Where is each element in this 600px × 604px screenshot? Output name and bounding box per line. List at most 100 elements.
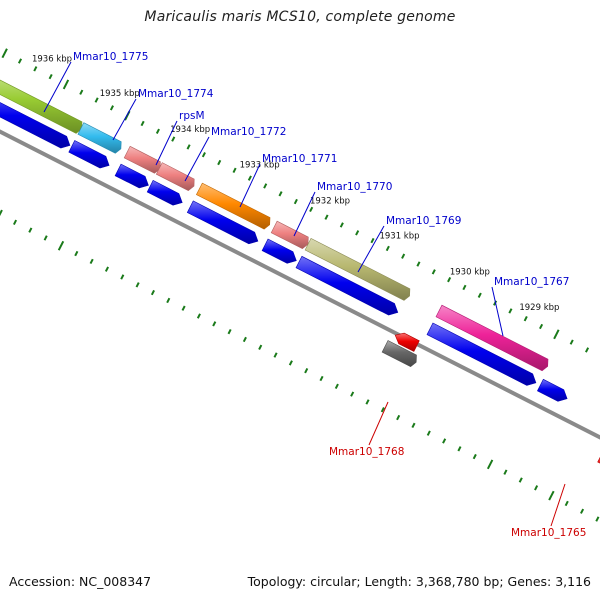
top-tick-mark [401,253,406,259]
bottom-tick-mark [0,209,3,217]
top-tick-mark [293,198,298,205]
gene-label[interactable]: Mmar10_1769 [386,215,461,227]
bottom-tick-mark [273,352,278,358]
gene-label[interactable]: Mmar10_1775 [73,51,148,63]
top-tick-mark [155,128,160,134]
gene-bar-forward[interactable] [0,71,83,134]
kbp-label: 1935 kbp [100,89,140,99]
top-tick-mark [431,269,436,275]
cds-arrow-forward[interactable] [68,140,110,169]
bottom-tick-mark [166,297,171,304]
bottom-tick-mark [89,258,94,265]
kbp-label: 1934 kbp [170,125,210,135]
bottom-tick-mark [304,368,309,374]
cds-arrow-forward[interactable] [295,255,399,316]
gene-leader-line [155,120,178,166]
bottom-tick-mark [181,305,186,311]
top-tick-mark [217,159,222,166]
bottom-tick-mark [135,282,140,288]
top-tick-mark [508,308,513,314]
top-tick-mark [339,222,344,228]
cds-arrow-forward[interactable] [536,378,568,402]
top-tick-mark [171,136,176,142]
gene-bar-reverse[interactable] [381,340,417,368]
bottom-tick-mark [472,453,477,460]
gene-label[interactable]: Mmar10_1772 [211,126,286,138]
bottom-tick-mark [350,391,355,397]
cds-arrow-reverse[interactable] [394,332,420,352]
top-tick-mark [553,329,560,340]
top-tick-mark [17,58,23,64]
gene-bar-forward[interactable] [77,122,122,154]
gene-leader-line [368,401,389,446]
bottom-tick-mark [534,485,539,491]
gene-label[interactable]: Mmar10_1771 [262,153,337,165]
top-tick-mark [201,152,206,158]
gene-bar-forward[interactable] [195,182,271,230]
gene-bar-forward[interactable] [304,237,411,301]
gene-bar-reverse[interactable] [597,450,600,486]
top-tick-mark [462,284,467,291]
bottom-tick-mark [104,266,109,272]
bottom-tick-mark [580,508,585,514]
backbone-line [0,129,600,440]
gene-label[interactable]: Mmar10_1768 [329,446,404,458]
gene-bar-forward[interactable] [155,162,195,191]
gene-bar-forward[interactable] [123,145,161,174]
gene-bar-forward[interactable] [435,304,549,372]
genome-info-text: Topology: circular; Length: 3,368,780 bp… [247,574,591,589]
bottom-tick-mark [564,500,569,507]
bottom-tick-mark [150,289,155,296]
bottom-tick-mark [120,274,125,280]
gene-leader-line [293,191,316,237]
gene-leader-line [357,225,385,273]
top-tick-mark [278,191,283,197]
gene-label[interactable]: Mmar10_1774 [138,88,214,100]
top-tick-mark [355,230,360,236]
kbp-label: 1936 kbp [32,55,72,65]
cds-arrow-forward[interactable] [261,238,297,264]
kbp-label: 1931 kbp [379,232,419,242]
bottom-tick-mark [595,516,600,522]
top-tick-mark [416,261,421,267]
bottom-tick-mark [319,375,324,382]
top-tick-mark [247,175,252,181]
bottom-tick-mark [12,219,18,226]
cds-arrow-forward[interactable] [0,89,71,149]
gene-bar-forward[interactable] [270,220,309,250]
top-tick-mark [186,144,191,150]
top-tick-mark [324,214,329,220]
gene-label[interactable]: Mmar10_1765 [511,527,586,539]
bottom-tick-mark [57,240,65,251]
bottom-tick-mark [74,250,79,257]
top-tick-mark [48,73,53,80]
top-tick-mark [385,245,390,252]
cds-arrow-forward[interactable] [114,163,149,189]
bottom-tick-mark [288,360,293,366]
top-tick-mark [569,339,574,345]
kbp-label: 1929 kbp [519,303,559,313]
bottom-tick-mark [518,477,523,483]
bottom-tick-mark [396,414,401,421]
gene-label[interactable]: rpsM [179,110,205,122]
bottom-tick-mark [212,321,217,327]
top-tick-mark [539,323,544,330]
top-tick-mark [79,89,84,95]
gene-leader-line [550,483,566,527]
cds-arrow-forward[interactable] [426,322,537,386]
bottom-tick-mark [196,313,201,319]
gene-leader-line [491,286,504,337]
cds-arrow-forward[interactable] [146,179,183,206]
bottom-tick-mark [486,459,494,470]
gene-label[interactable]: Mmar10_1770 [317,181,392,193]
gene-leader-line [184,136,210,182]
bottom-tick-mark [258,344,263,350]
cds-arrow-forward[interactable] [186,200,259,245]
gene-label[interactable]: Mmar10_1767 [494,276,569,288]
bottom-tick-mark [503,469,508,475]
bottom-tick-mark [426,430,431,436]
top-tick-mark [33,66,38,72]
bottom-tick-mark [365,399,370,405]
